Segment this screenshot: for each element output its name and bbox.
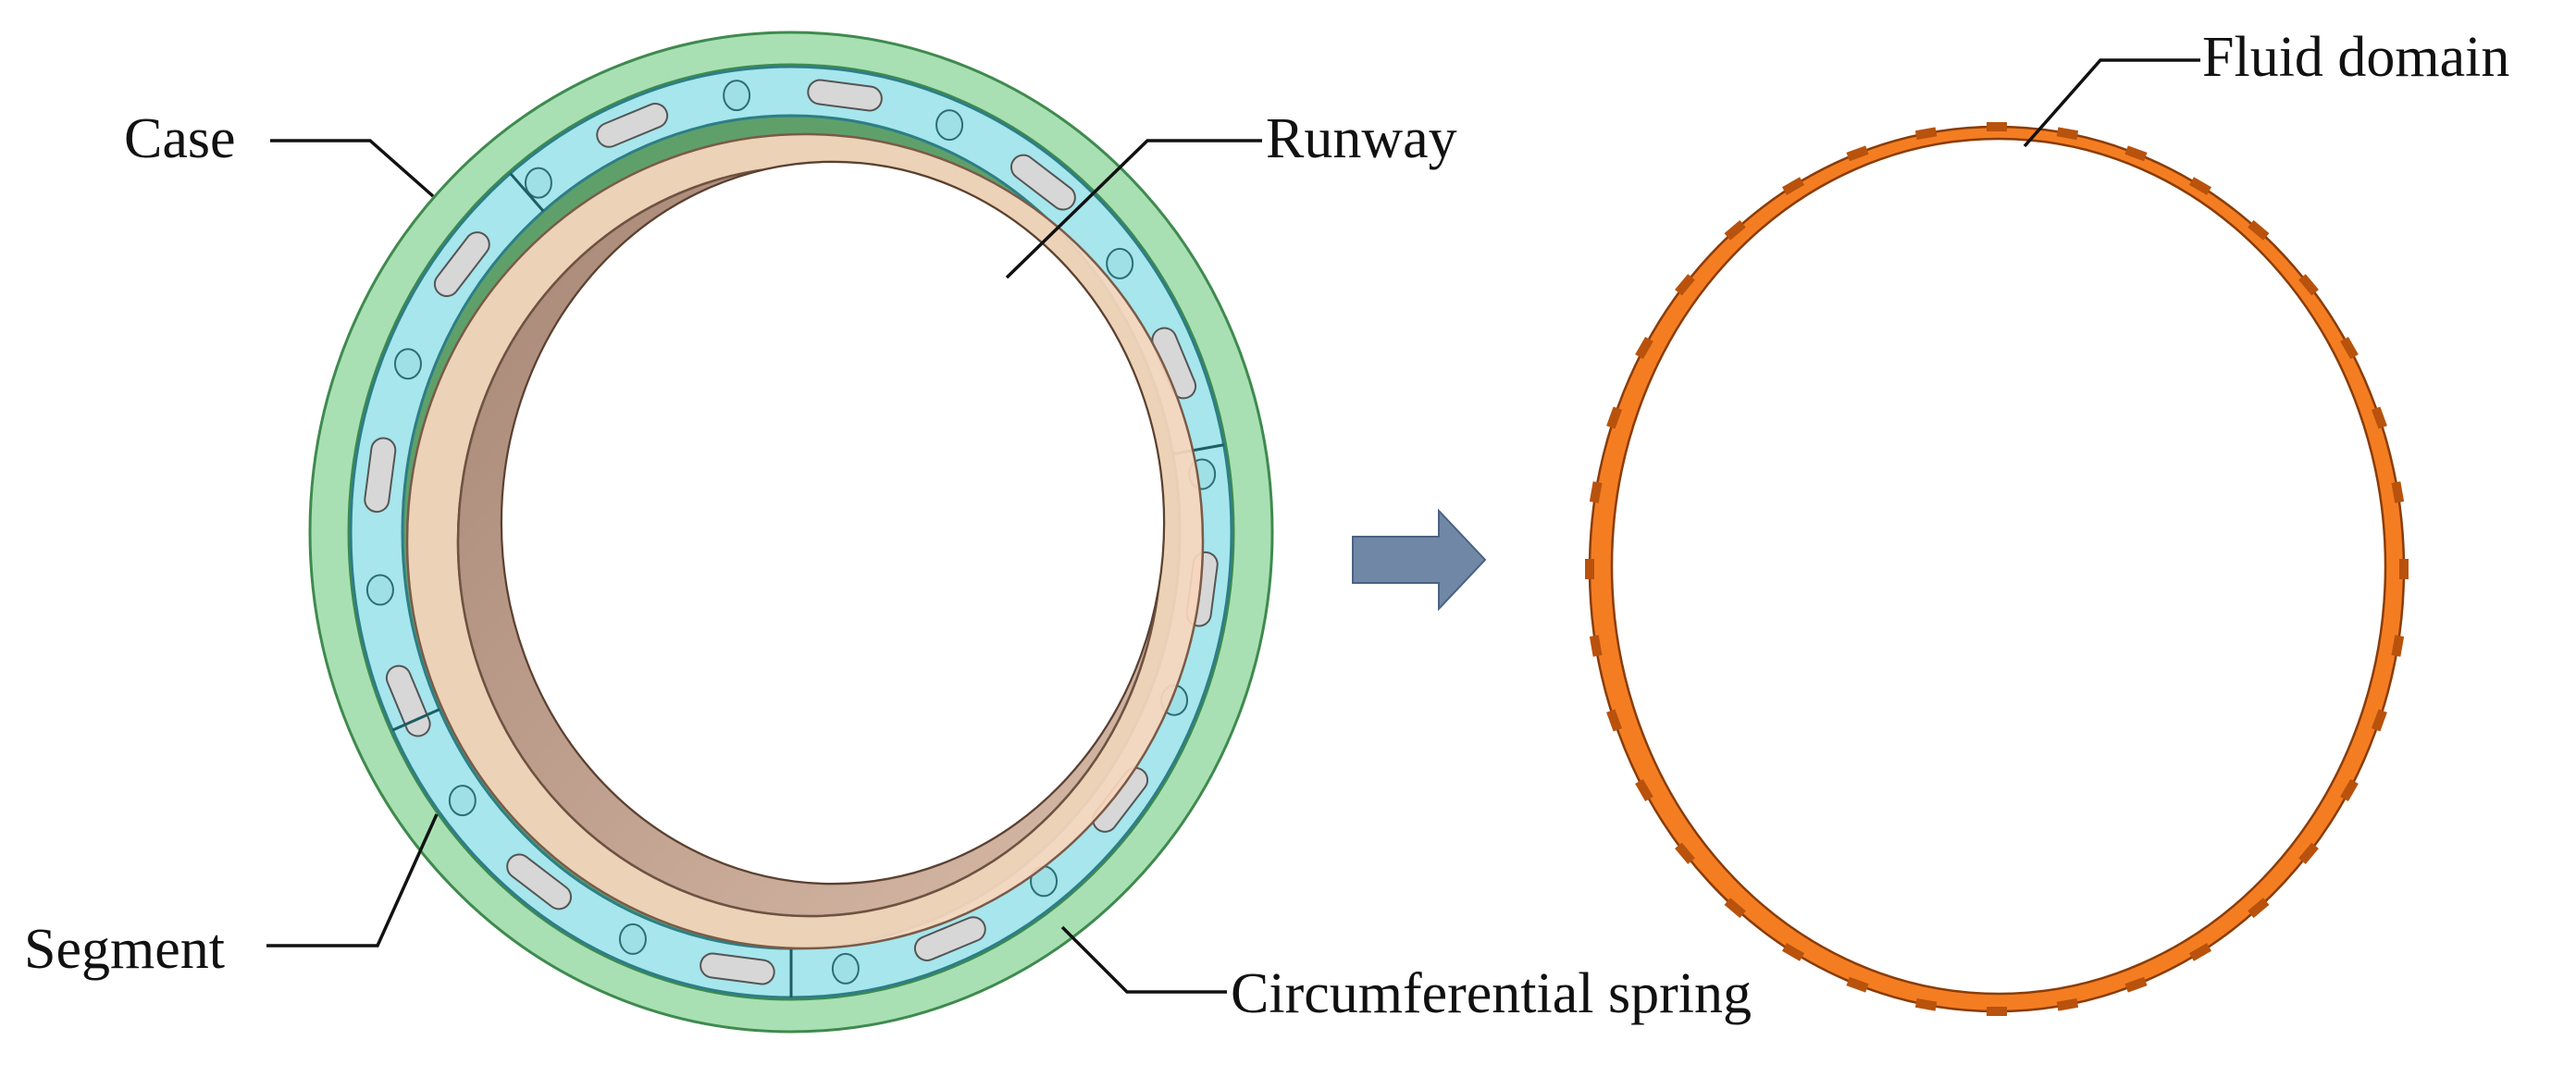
fluid-domain-label: Fluid domain [2202,26,2509,89]
fluid-groove [1987,1007,2007,1016]
circumferential-spring [364,437,397,514]
fluid-groove [1589,481,1603,503]
segment-leader [266,813,439,948]
circumferential-spring [913,916,986,961]
fluid-groove [2340,336,2359,360]
circumferential-spring-label: Circumferential spring [1231,962,1752,1025]
fluid-groove [1846,976,1869,993]
fluid-groove [1585,559,1594,579]
runway-label: Runway [1266,107,1457,170]
fluid-groove [2248,219,2270,241]
segment-hole [618,923,647,955]
right-arrow-icon [1352,508,1487,612]
segment-hole [723,80,751,112]
fluid-groove [2340,778,2359,802]
circumferential-spring [700,952,775,985]
fluid-groove [2056,997,2079,1011]
circumferential-spring [596,103,669,148]
segment-label: Segment [24,918,225,981]
fluid-groove [2248,898,2270,919]
fluid-groove [2391,481,2405,503]
fluid-leader [2023,58,2200,148]
segment-hole [935,109,964,142]
seal-assembly [308,31,1274,1034]
fluid-groove [1635,778,1653,802]
fluid-domain-ring [1585,122,2409,1016]
fluid-groove [1675,274,1695,296]
fluid-groove [2056,127,2079,141]
fluid-groove [1589,635,1603,657]
segment-partition [509,172,545,213]
fluid-groove [1846,145,1869,162]
fluid-groove [2391,635,2405,657]
segment-hole [365,574,394,606]
fluid-groove [1635,336,1653,360]
runway-leader [1005,139,1262,279]
fluid-domain-grooves [1585,122,2409,1016]
circumferential-spring [807,79,883,112]
fluid-groove [2124,145,2148,162]
fluid-groove [1987,122,2007,131]
spring-leader [1060,925,1227,994]
center-opening [501,161,1165,885]
fluid-groove [1914,127,1938,141]
segment-hole [524,167,552,199]
circumferential-spring [1009,154,1076,211]
fluid-groove [2188,943,2212,961]
case-leader [270,139,435,198]
fluid-groove [1724,219,1746,241]
fluid-groove [1606,709,1622,732]
fluid-groove [1914,997,1938,1011]
segment-partition [391,708,440,732]
fluid-groove [2188,177,2212,195]
fluid-groove [2399,559,2409,579]
case-ring [308,31,1274,1034]
segment-hole [1106,247,1134,279]
circumferential-spring [506,853,573,910]
fluid-groove [1781,177,1805,195]
case-label: Case [124,107,236,170]
fluid-groove [1606,406,1622,429]
segment-hole [831,952,860,985]
fluid-groove [2298,274,2319,296]
fluid-groove [1675,842,1695,864]
fluid-groove [1724,898,1746,919]
circumferential-spring [433,231,490,298]
fluid-groove [2124,976,2148,993]
fluid-groove [1781,943,1805,961]
segment-hole [448,785,477,817]
segment-hole [393,348,422,380]
fluid-groove [2372,709,2387,732]
fluid-groove [2298,842,2319,864]
fluid-groove [2372,406,2387,429]
segment-features [364,79,1224,997]
